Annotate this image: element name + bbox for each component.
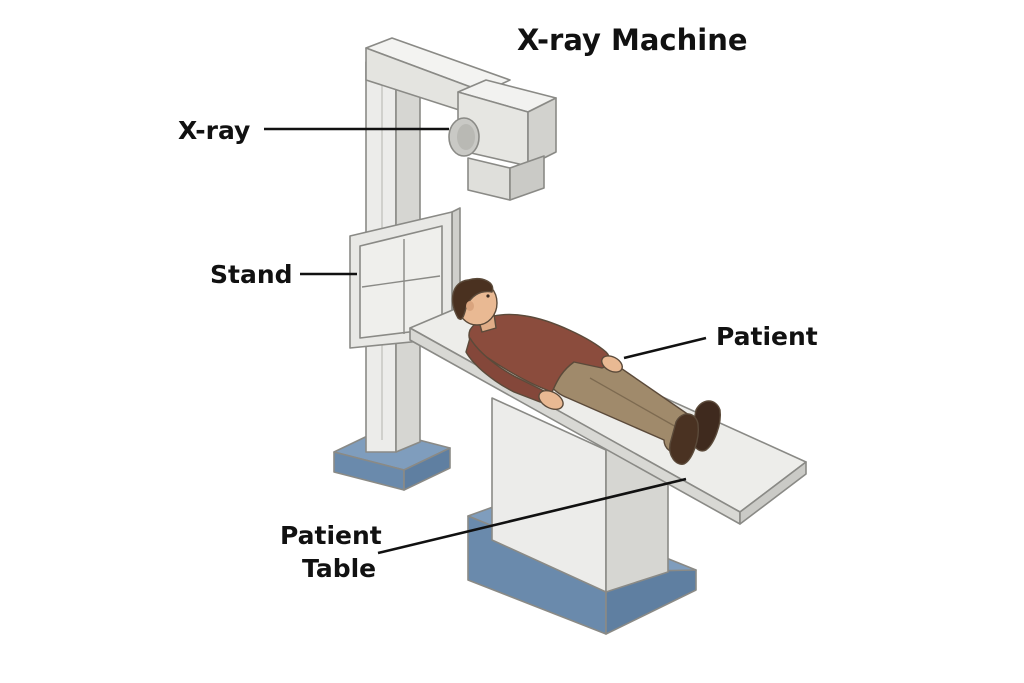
label-xray: X-ray	[178, 116, 250, 145]
tube-housing-side	[527, 97, 557, 167]
leader-line-patient	[623, 336, 707, 360]
patient-shoe-left	[669, 413, 699, 465]
table-top-edge-side	[739, 461, 807, 525]
patient-leg-crease	[589, 377, 679, 429]
patient-hand-far	[601, 355, 623, 373]
detector-crosshair-h	[361, 275, 441, 288]
patient-eye	[486, 294, 490, 298]
label-stand: Stand	[210, 260, 293, 289]
xray-tube-head	[448, 79, 557, 201]
diagram-title: X-ray Machine	[517, 23, 748, 57]
label-patient-table-line1: Patient	[280, 521, 382, 550]
label-patient-table-line2: Table	[302, 554, 376, 583]
collimator-side	[509, 155, 545, 201]
leader-line-patient-table	[377, 477, 687, 555]
patient-figure	[451, 278, 721, 465]
patient-hand-near	[538, 389, 564, 411]
label-patient: Patient	[716, 322, 818, 351]
patient-hair	[451, 278, 494, 320]
stand-base-side	[403, 447, 451, 491]
overhead-arm	[365, 37, 511, 119]
collimator-front	[467, 157, 511, 201]
xray-tube-lens-inner	[457, 124, 475, 150]
patient-ear	[466, 301, 474, 311]
